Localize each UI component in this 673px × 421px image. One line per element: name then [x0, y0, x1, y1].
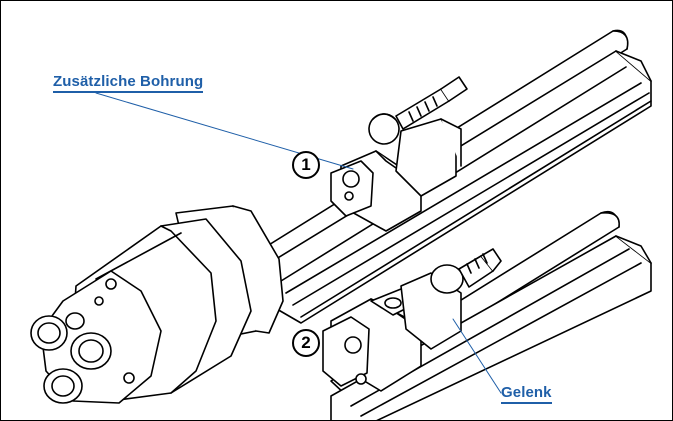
marker-one: 1	[292, 151, 320, 179]
marker-two: 2	[292, 329, 320, 357]
clamp-module-1	[330, 76, 468, 232]
m12-connectors	[30, 312, 112, 404]
callout-joint-underline	[501, 402, 552, 404]
motor-housing	[40, 205, 284, 404]
callout-joint: Gelenk	[501, 384, 552, 404]
callout-joint-text: Gelenk	[501, 384, 552, 401]
clamp-module-2	[322, 248, 502, 392]
callout-extra-bore-text: Zusätzliche Bohrung	[53, 73, 204, 90]
callout-extra-bore-underline	[53, 91, 204, 93]
callout-extra-bore: Zusätzliche Bohrung	[53, 73, 204, 93]
